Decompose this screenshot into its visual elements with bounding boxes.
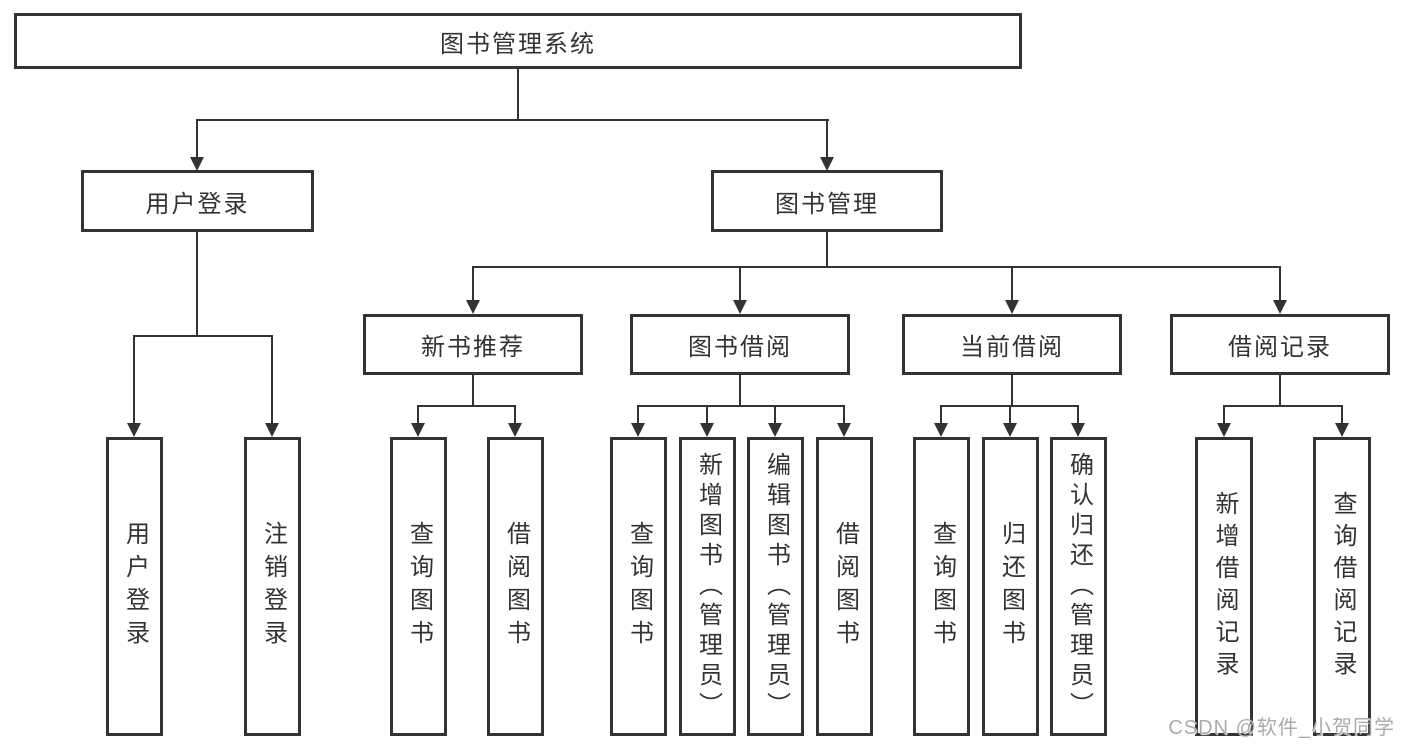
arrow-stem-bb-query bbox=[637, 405, 639, 425]
arrow-stem-current-borrowing bbox=[1011, 266, 1013, 302]
node-user-login: 用户登录 bbox=[81, 170, 314, 232]
leaf-confirm-return-admin: 确认归还（管理员） bbox=[1050, 437, 1107, 736]
arrow-head-current-borrowing bbox=[1005, 300, 1019, 314]
arrow-head-nb-query bbox=[411, 423, 425, 437]
arrow-head-br-query bbox=[1335, 423, 1349, 437]
leaf-borrow-books-newbook: 借阅图书 bbox=[487, 437, 544, 736]
arrow-head-cb-query bbox=[934, 423, 948, 437]
connector-book-borrow-rail bbox=[637, 405, 845, 407]
arrow-stem-leaf-user-login bbox=[133, 335, 135, 425]
arrow-stem-bb-edit bbox=[774, 405, 776, 425]
arrow-stem-new-book bbox=[472, 266, 474, 302]
connector-user-login-rail bbox=[133, 335, 273, 337]
node-current-borrowing: 当前借阅 bbox=[902, 314, 1122, 375]
arrow-stem-user-login bbox=[196, 119, 198, 158]
leaf-add-books-admin: 新增图书（管理员） bbox=[679, 437, 736, 736]
connector-root-stem bbox=[517, 69, 519, 121]
csdn-watermark: CSDN @软件_小贺同学 bbox=[1168, 717, 1395, 739]
leaf-return-books: 归还图书 bbox=[982, 437, 1039, 736]
leaf-query-books-newbook: 查询图书 bbox=[390, 437, 447, 736]
connector-book-mgmt-stem bbox=[826, 232, 828, 268]
arrow-head-new-book bbox=[466, 300, 480, 314]
arrow-head-user-login bbox=[190, 157, 204, 171]
arrow-stem-nb-borrow bbox=[514, 405, 516, 425]
node-borrowing-records: 借阅记录 bbox=[1170, 314, 1390, 375]
arrow-stem-nb-query bbox=[417, 405, 419, 425]
arrow-head-leaf-logout bbox=[265, 423, 279, 437]
arrow-stem-br-query bbox=[1341, 405, 1343, 425]
leaf-query-books-borrow: 查询图书 bbox=[610, 437, 667, 736]
arrow-stem-cb-query bbox=[940, 405, 942, 425]
connector-new-book-rail bbox=[417, 405, 516, 407]
leaf-borrow-books-borrow: 借阅图书 bbox=[816, 437, 873, 736]
arrow-head-borrowing-records bbox=[1273, 300, 1287, 314]
node-book-borrowing: 图书借阅 bbox=[630, 314, 850, 375]
connector-borrow-record-stem bbox=[1279, 374, 1281, 407]
arrow-stem-cb-confirm bbox=[1077, 405, 1079, 425]
arrow-stem-book-management bbox=[826, 119, 828, 158]
arrow-stem-br-add bbox=[1223, 405, 1225, 425]
connector-book-borrow-stem bbox=[739, 374, 741, 407]
connector-current-borrow-stem bbox=[1011, 374, 1013, 407]
arrow-stem-borrowing-records bbox=[1279, 266, 1281, 302]
leaf-add-borrow-record: 新增借阅记录 bbox=[1195, 437, 1253, 736]
arrow-head-cb-confirm bbox=[1071, 423, 1085, 437]
arrow-head-cb-return bbox=[1003, 423, 1017, 437]
arrow-stem-cb-return bbox=[1009, 405, 1011, 425]
arrow-head-bb-edit bbox=[768, 423, 782, 437]
leaf-query-borrow-record: 查询借阅记录 bbox=[1313, 437, 1371, 736]
arrow-head-book-management bbox=[820, 157, 834, 171]
arrow-stem-bb-add bbox=[706, 405, 708, 425]
connector-level2-rail bbox=[196, 119, 829, 121]
node-library-management-system: 图书管理系统 bbox=[14, 13, 1022, 69]
leaf-user-login: 用户登录 bbox=[106, 437, 163, 736]
arrow-head-nb-borrow bbox=[508, 423, 522, 437]
leaf-query-books-current: 查询图书 bbox=[913, 437, 970, 736]
arrow-head-bb-query bbox=[631, 423, 645, 437]
node-book-management: 图书管理 bbox=[711, 170, 943, 232]
node-new-book-recommend: 新书推荐 bbox=[363, 314, 583, 375]
connector-user-login-stem bbox=[196, 232, 198, 337]
arrow-head-book-borrowing bbox=[733, 300, 747, 314]
leaf-logout: 注销登录 bbox=[244, 437, 301, 736]
arrow-stem-leaf-logout bbox=[271, 335, 273, 425]
arrow-stem-bb-borrow bbox=[843, 405, 845, 425]
arrow-head-bb-add bbox=[700, 423, 714, 437]
connector-borrow-record-rail bbox=[1223, 405, 1343, 407]
connector-new-book-stem bbox=[472, 374, 474, 407]
arrow-head-br-add bbox=[1217, 423, 1231, 437]
leaf-edit-books-admin: 编辑图书（管理员） bbox=[747, 437, 804, 736]
arrow-head-bb-borrow bbox=[837, 423, 851, 437]
arrow-head-leaf-user-login bbox=[127, 423, 141, 437]
connector-level3-rail bbox=[472, 266, 1281, 268]
arrow-stem-book-borrowing bbox=[739, 266, 741, 302]
